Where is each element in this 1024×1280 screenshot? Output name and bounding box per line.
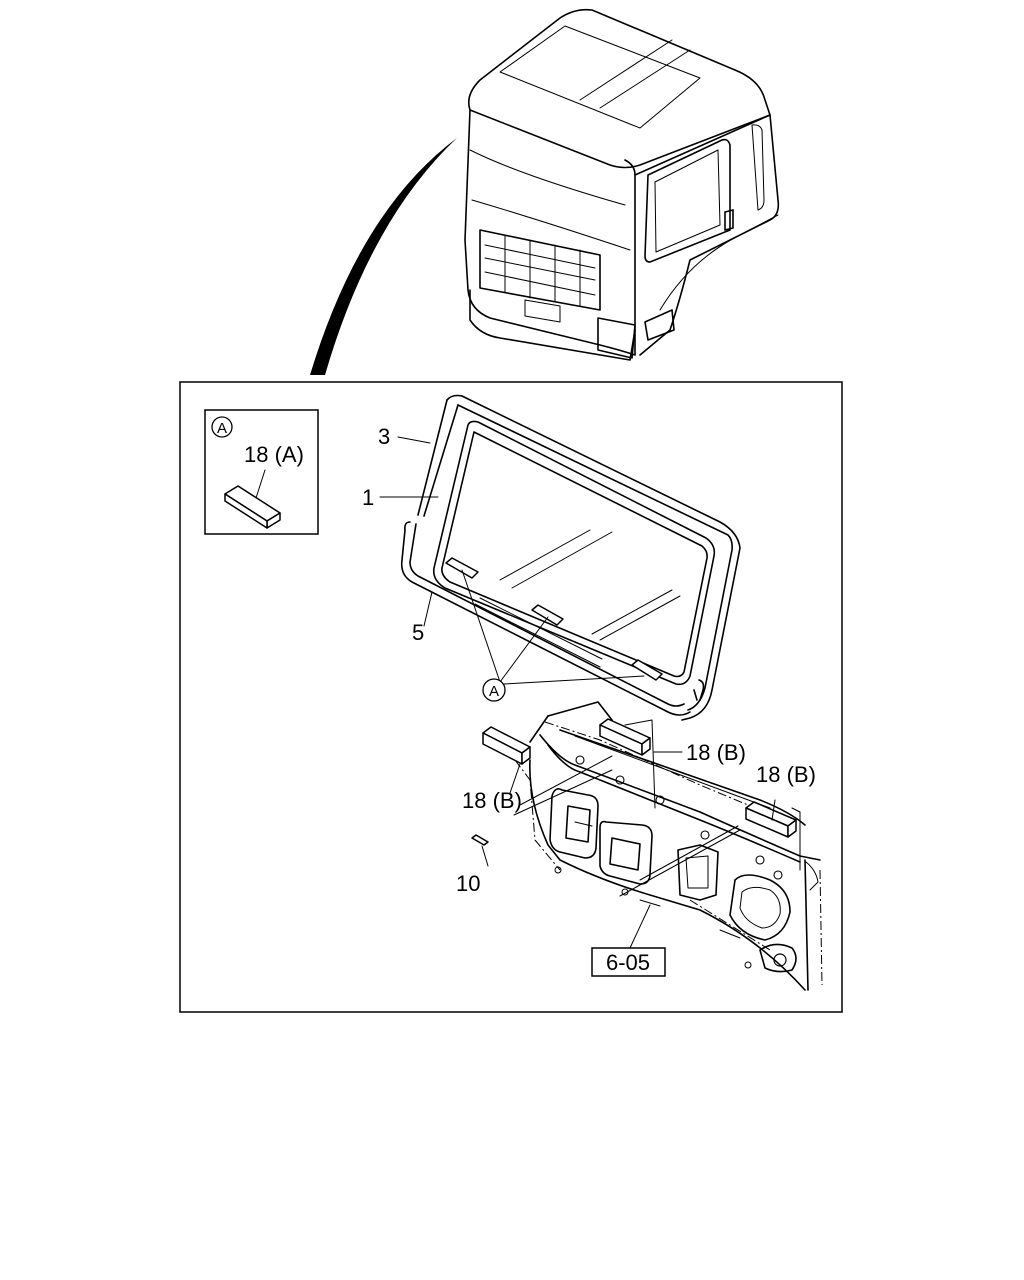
section-ref-box [591,947,666,977]
detail-box-a [204,409,319,535]
seal-pads-b [471,718,797,846]
label-10: 10 [456,871,480,896]
leader-lines [379,436,801,949]
label-1: 1 [362,485,374,510]
label-3: 3 [378,424,390,449]
label-18b-top: 18 (B) [686,740,746,765]
label-18b-left: 18 (B) [462,788,522,813]
truck-cab-illustration [464,8,780,361]
label-18b-right: 18 (B) [756,762,816,787]
ref-a-circle [482,678,506,702]
section-ref-label: 6-05 [606,950,650,975]
cowl-panel [514,701,823,991]
label-18a: 18 (A) [244,442,304,467]
connector-swoosh [310,138,457,375]
ref-a-letter: A [489,683,499,700]
detail-frame [179,381,843,1013]
detail-box-a-letter: A [217,420,227,437]
label-5: 5 [412,620,424,645]
windshield-assembly [400,394,741,721]
